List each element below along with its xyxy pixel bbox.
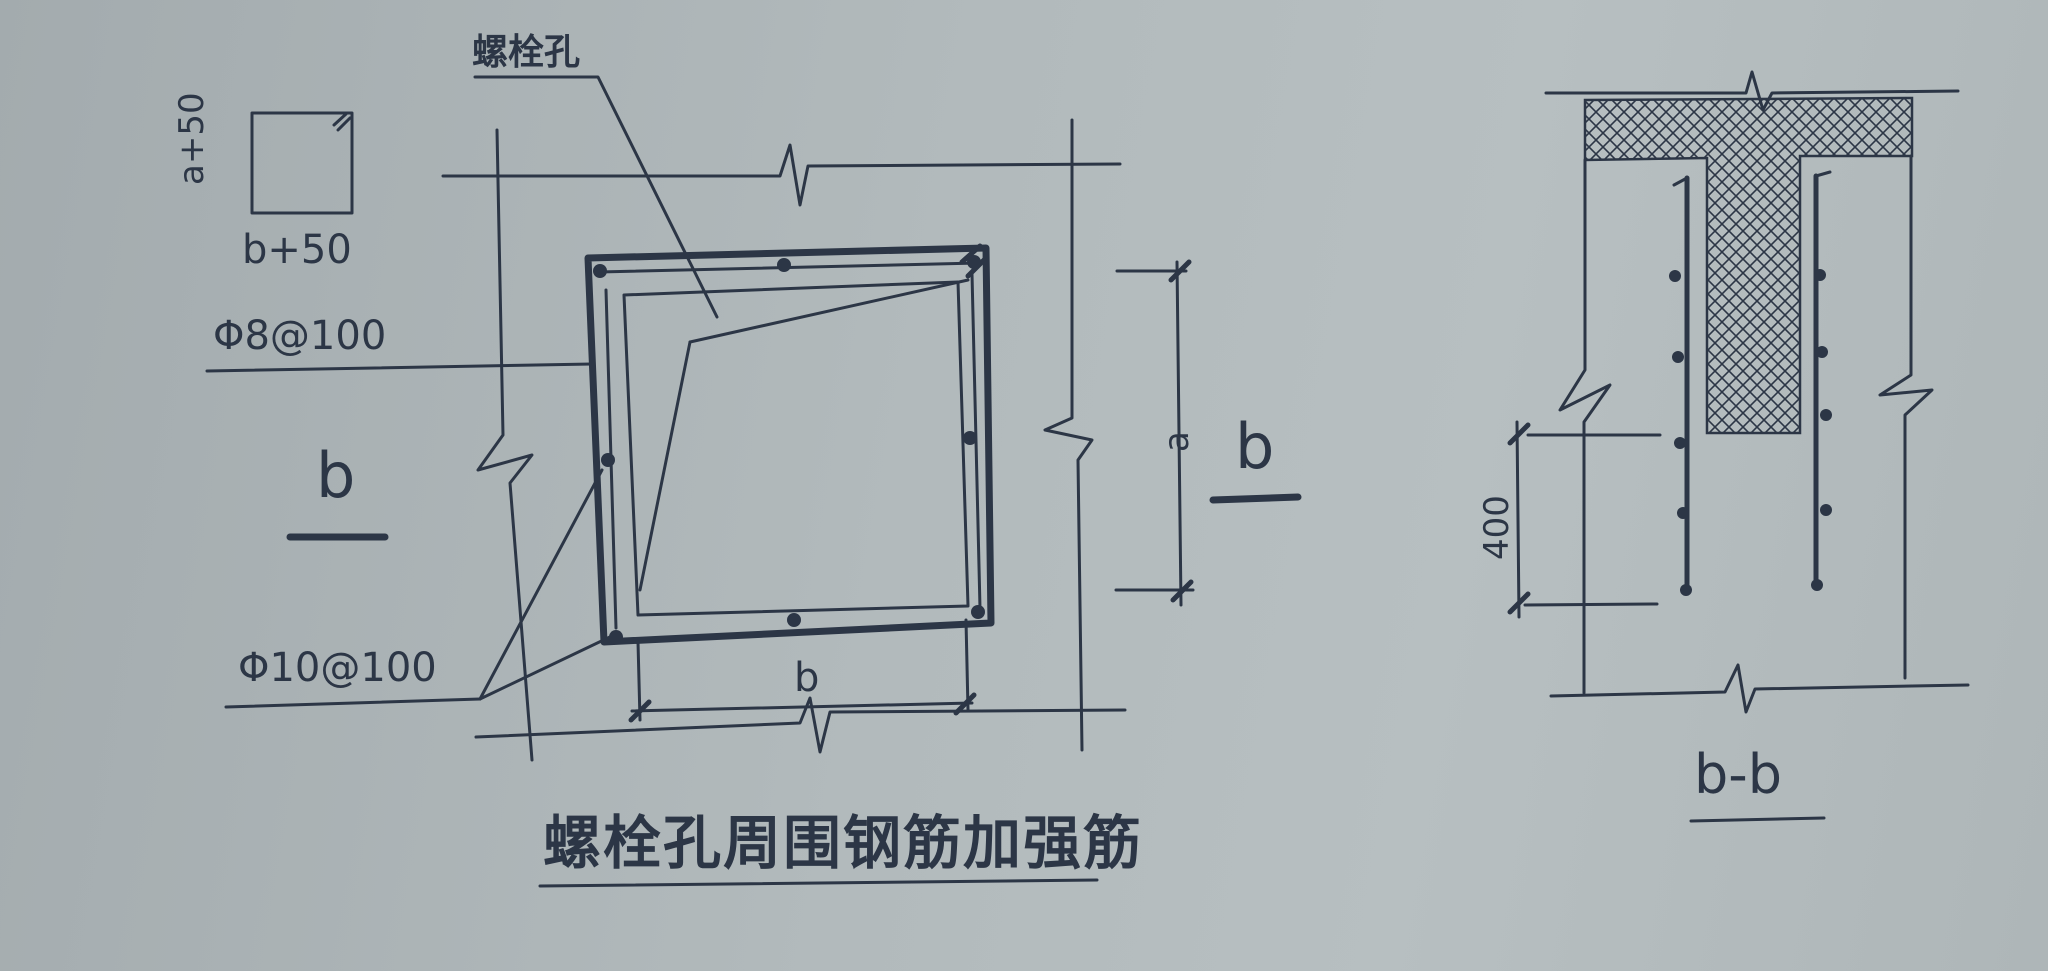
- main-title: 螺栓孔周围钢筋加强筋: [543, 809, 1144, 877]
- dimension-400-label: 400: [1477, 495, 1517, 560]
- bolt-hole-frame: [584, 243, 995, 646]
- rebar-dots-frame: [593, 255, 985, 644]
- dimension-b-label: b: [794, 655, 820, 701]
- section-title-underline: [1689, 816, 1826, 823]
- section-b-b: [1507, 70, 1970, 714]
- section-mark-left: b: [316, 439, 356, 512]
- dimension-b: [628, 618, 977, 723]
- rebar-dots-section: [1669, 269, 1832, 596]
- section-mark-right: b: [1235, 410, 1275, 483]
- b-plus-50-label: b+50: [242, 227, 352, 273]
- a-plus-50-label: a+50: [172, 92, 212, 185]
- legend-square: [250, 111, 354, 215]
- title-underline: [538, 878, 1099, 888]
- wall-outline: [441, 118, 1127, 762]
- dimension-a: [1114, 259, 1195, 607]
- section-marks: [286, 493, 1302, 541]
- section-title: b-b: [1694, 743, 1783, 806]
- rebar-8-label: Φ8@100: [213, 313, 387, 359]
- dimension-a-label: a: [1157, 431, 1197, 452]
- bolt-hole-label: 螺栓孔: [472, 32, 581, 73]
- rebar-10-label: Φ10@100: [238, 645, 437, 691]
- leader-lines: [205, 75, 970, 709]
